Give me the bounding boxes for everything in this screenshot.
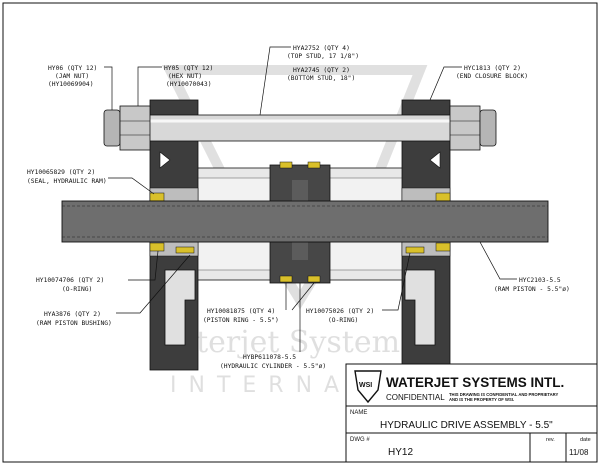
- label-line: (HYDRAULIC CYLINDER - 5.5"ø): [220, 363, 326, 370]
- label-line: HYA2752 (QTY 4): [293, 45, 350, 52]
- leader-line: [128, 250, 159, 281]
- drawing-number: HY12: [388, 447, 413, 458]
- leader-line: [259, 46, 291, 116]
- o-ring: [405, 246, 425, 254]
- label-line: (SEAL, HYDRAULIC RAM): [27, 178, 107, 185]
- label-line: HYC2103-5.5: [519, 277, 561, 284]
- callout-hy10074706: HY10074706 (QTY 2) (O-RING): [36, 250, 159, 293]
- label-line: (O-RING): [328, 317, 358, 324]
- hydraulic-fitting-left: [164, 269, 196, 346]
- label-line: HY05 (QTY 12): [164, 65, 213, 72]
- label-line: HY10065829 (QTY 2): [27, 169, 95, 176]
- company-logo: WSI: [354, 370, 382, 404]
- confidential-label: CONFIDENTIAL: [386, 393, 445, 402]
- label-line: HY06 (QTY 12): [48, 65, 97, 72]
- jam-nut-left: [103, 109, 121, 147]
- dwg-field-label: DWG #: [350, 437, 370, 443]
- name-field-label: NAME: [350, 410, 367, 416]
- piston-ring-seal: [279, 275, 293, 283]
- callout-hyc1813: HYC1813 (QTY 2) (END CLOSURE BLOCK): [429, 65, 528, 101]
- label-line: (HY10069904): [48, 81, 94, 88]
- company-name: WATERJET SYSTEMS INTL.: [386, 375, 564, 390]
- jam-nut-right: [479, 109, 497, 147]
- port-left: [159, 151, 171, 169]
- assembly-section-view: [61, 99, 549, 371]
- hydraulic-fitting-right: [404, 269, 436, 346]
- label-line: (TOP STUD, 17 1/8"): [287, 53, 359, 60]
- o-ring: [175, 246, 195, 254]
- seal-hydraulic-ram: [435, 242, 451, 252]
- label-line: HYBP611078-5.5: [243, 354, 296, 361]
- label-line: (RAM PISTON - 5.5"ø): [494, 286, 570, 293]
- top-stud: [119, 114, 481, 142]
- seal-hydraulic-ram: [149, 242, 165, 252]
- callout-hya3876: HYA3876 (QTY 2) (RAM PISTON BUSHING): [36, 254, 191, 327]
- callout-hy10065829: HY10065829 (QTY 2) (SEAL, HYDRAULIC RAM): [27, 169, 155, 195]
- leader-line: [116, 254, 191, 314]
- date-field-label: date: [580, 437, 591, 443]
- label-line: HY10074706 (QTY 2): [36, 277, 104, 284]
- seal-hydraulic-ram: [149, 192, 165, 202]
- callout-hya2752: HYA2752 (QTY 4) (TOP STUD, 17 1/8"): [259, 45, 359, 116]
- label-line: (RAM PISTON BUSHING): [36, 320, 112, 327]
- confidential-notice-2: AND IS THE PROPERTY OF WSI.: [449, 397, 514, 402]
- label-line: HYA2745 (QTY 2): [293, 67, 350, 74]
- piston-ring-seal: [279, 161, 293, 169]
- callout-hybp611078: HYBP611078-5.5 (HYDRAULIC CYLINDER - 5.5…: [220, 283, 326, 370]
- logo-shield-shape: [354, 370, 382, 404]
- label-line: (HEX NUT): [168, 73, 202, 80]
- leader-line: [137, 66, 162, 106]
- label-line: (BOTTOM STUD, 18"): [287, 75, 355, 82]
- callout-hyc2103: HYC2103-5.5 (RAM PISTON - 5.5"ø): [479, 241, 570, 293]
- label-line: (PISTON RING - 5.5"): [203, 317, 279, 324]
- leader-line: [429, 66, 462, 101]
- piston-ring-seal: [307, 275, 321, 283]
- drawing-date: 11/08: [569, 448, 589, 457]
- title-block: WSI WATERJET SYSTEMS INTL. CONFIDENTIAL …: [345, 363, 598, 463]
- leader-line: [382, 252, 411, 311]
- hex-nut-left: [119, 105, 151, 151]
- piston-ring-seal: [307, 161, 321, 169]
- leader-line: [291, 282, 315, 311]
- logo-text: WSI: [359, 382, 372, 389]
- confidential-notice: THIS DRAWING IS CONFIDENTIAL AND PROPRIE…: [449, 392, 559, 397]
- callout-hy06: HY06 (QTY 12) (JAM NUT) (HY10069904): [48, 65, 113, 110]
- leader-line: [108, 177, 155, 195]
- rev-field-label: rev.: [546, 437, 555, 443]
- hex-nut-right: [449, 105, 481, 151]
- seal-hydraulic-ram: [435, 192, 451, 202]
- callout-hy05: HY05 (QTY 12) (HEX NUT) (HY10070043): [137, 65, 213, 106]
- title-block-frame: [345, 363, 598, 463]
- port-right: [429, 151, 441, 169]
- label-line: (HY10070043): [166, 81, 212, 88]
- drawing-name: HYDRAULIC DRIVE ASSEMBLY - 5.5": [380, 420, 553, 431]
- label-line: (O-RING): [62, 286, 92, 293]
- label-line: HY10075026 (QTY 2): [306, 308, 374, 315]
- label-line: HYA3876 (QTY 2): [44, 311, 101, 318]
- leader-line: [479, 241, 517, 280]
- callout-hy10081875: HY10081875 (QTY 4) (PISTON RING - 5.5"): [203, 282, 315, 324]
- label-line: HY10081875 (QTY 4): [207, 308, 275, 315]
- callout-hy10075026: HY10075026 (QTY 2) (O-RING): [306, 252, 411, 324]
- ram-rod: [61, 200, 549, 243]
- label-line: (END CLOSURE BLOCK): [456, 73, 528, 80]
- callout-hya2745: HYA2745 (QTY 2) (BOTTOM STUD, 18"): [287, 67, 355, 82]
- leader-line: [104, 66, 113, 110]
- label-line: (JAM NUT): [55, 73, 89, 80]
- label-line: HYC1813 (QTY 2): [464, 65, 521, 72]
